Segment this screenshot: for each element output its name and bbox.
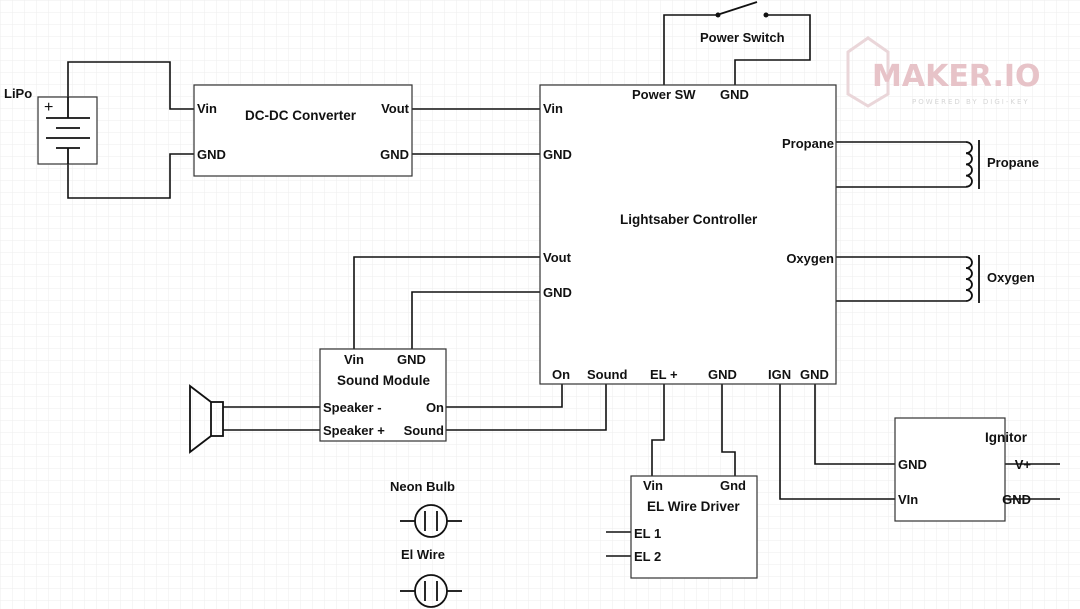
ignitor-vplus-label: V+ [1015,457,1032,472]
battery-plus-icon: + [44,99,53,116]
propane-valve: Propane [965,140,1039,189]
ignitor-title: Ignitor [985,430,1028,445]
logo-subtitle: POWERED BY DIGI-KEY [912,98,1030,106]
controller-vout-label: Vout [543,250,572,265]
switch-lever-icon [719,1,758,15]
ignitor-gnd-label: GND [898,457,927,472]
logo-text: MAKER.IO [872,59,1041,94]
switch-contact-left [715,12,721,18]
dcdc-title: DC-DC Converter [245,108,357,123]
legend: Neon Bulb El Wire [390,479,462,608]
ignitor-vin-label: VIn [898,492,918,507]
controller-power-sw-label: Power SW [632,87,696,102]
oxygen-valve-label: Oxygen [987,270,1035,285]
maker-io-logo: MAKER.IO POWERED BY DIGI-KEY [846,36,1041,108]
power-switch-label: Power Switch [700,30,785,45]
wire-switch-right [734,14,811,85]
sound-module-box [319,348,447,442]
sound-module-title: Sound Module [337,373,430,388]
sound-gnd-label: GND [397,352,426,367]
wire-sound [446,384,607,431]
controller-oxygen-label: Oxygen [786,251,834,266]
el-driver-box [630,475,758,579]
logo-hexagon-icon [846,36,890,108]
el-driver-el1-label: EL 1 [634,526,661,541]
wire-switch-left [663,14,716,85]
sound-module: Vin GND Sound Module Speaker - Speaker +… [319,348,447,442]
controller-box [539,84,837,385]
neon-bulb-icon [400,504,462,538]
wire-vout-sound-vin [353,256,540,349]
ignitor-gnd-out-label: GND [1002,492,1031,507]
controller-sound-label: Sound [587,367,627,382]
propane-coil-icon [965,141,973,188]
wire-on [446,384,563,408]
dcdc-gnd-out-label: GND [380,147,409,162]
oxygen-coil-icon [965,256,973,302]
speaker [189,384,224,454]
sound-speaker-plus-label: Speaker + [323,423,385,438]
propane-valve-label: Propane [987,155,1039,170]
wire-ign [779,384,895,500]
wire-gnd-sound-gnd [411,291,540,349]
el-driver-el2-label: EL 2 [634,549,661,564]
controller-gnd-sw-label: GND [720,87,749,102]
controller-vin-label: Vin [543,101,563,116]
controller-gnd-mid-label: GND [543,285,572,300]
sound-sound-label: Sound [404,423,444,438]
dcdc-gnd-in-label: GND [197,147,226,162]
power-switch: Power Switch [700,1,785,45]
wire-el-plus [651,384,665,476]
wire-lipo-vin [67,61,194,110]
legend-neon-bulb-label: Neon Bulb [390,479,455,494]
controller-gnd-el-label: GND [708,367,737,382]
lightsaber-controller: Lightsaber Controller Vin GND Vout GND P… [539,84,837,385]
dcdc-box [193,84,413,177]
speaker-cone-icon [189,384,212,454]
oxygen-valve: Oxygen [965,255,1035,303]
el-wire-driver: Vin Gnd EL Wire Driver EL 1 EL 2 [630,475,758,579]
controller-on-label: On [552,367,570,382]
ignitor-box [894,417,1006,522]
controller-ign-label: IGN [768,367,791,382]
controller-gnd-top-label: GND [543,147,572,162]
ignitor: Ignitor GND VIn V+ GND [894,417,1032,522]
el-wire-icon [400,574,462,608]
dcdc-converter: DC-DC Converter Vin GND Vout GND [193,84,413,177]
el-driver-title: EL Wire Driver [647,499,740,514]
dcdc-vout-label: Vout [381,101,410,116]
wires [67,14,1060,557]
sound-speaker-minus-label: Speaker - [323,400,382,415]
dcdc-vin-label: Vin [197,101,217,116]
el-driver-gnd-label: Gnd [720,478,746,493]
switch-contact-right [763,12,769,18]
speaker-magnet-icon [210,401,224,437]
el-driver-vin-label: Vin [643,478,663,493]
legend-el-wire-label: El Wire [401,547,445,562]
wire-el-gnd [721,384,736,476]
controller-el-plus-label: EL + [650,367,678,382]
sound-vin-label: Vin [344,352,364,367]
controller-propane-label: Propane [782,136,834,151]
wire-ign-gnd [814,384,895,465]
lipo-battery: LiPo + [4,86,98,165]
controller-gnd-ign-label: GND [800,367,829,382]
wire-lipo-gnd [67,153,194,199]
lipo-label: LiPo [4,86,32,101]
sound-on-label: On [426,400,444,415]
controller-title: Lightsaber Controller [620,212,758,227]
